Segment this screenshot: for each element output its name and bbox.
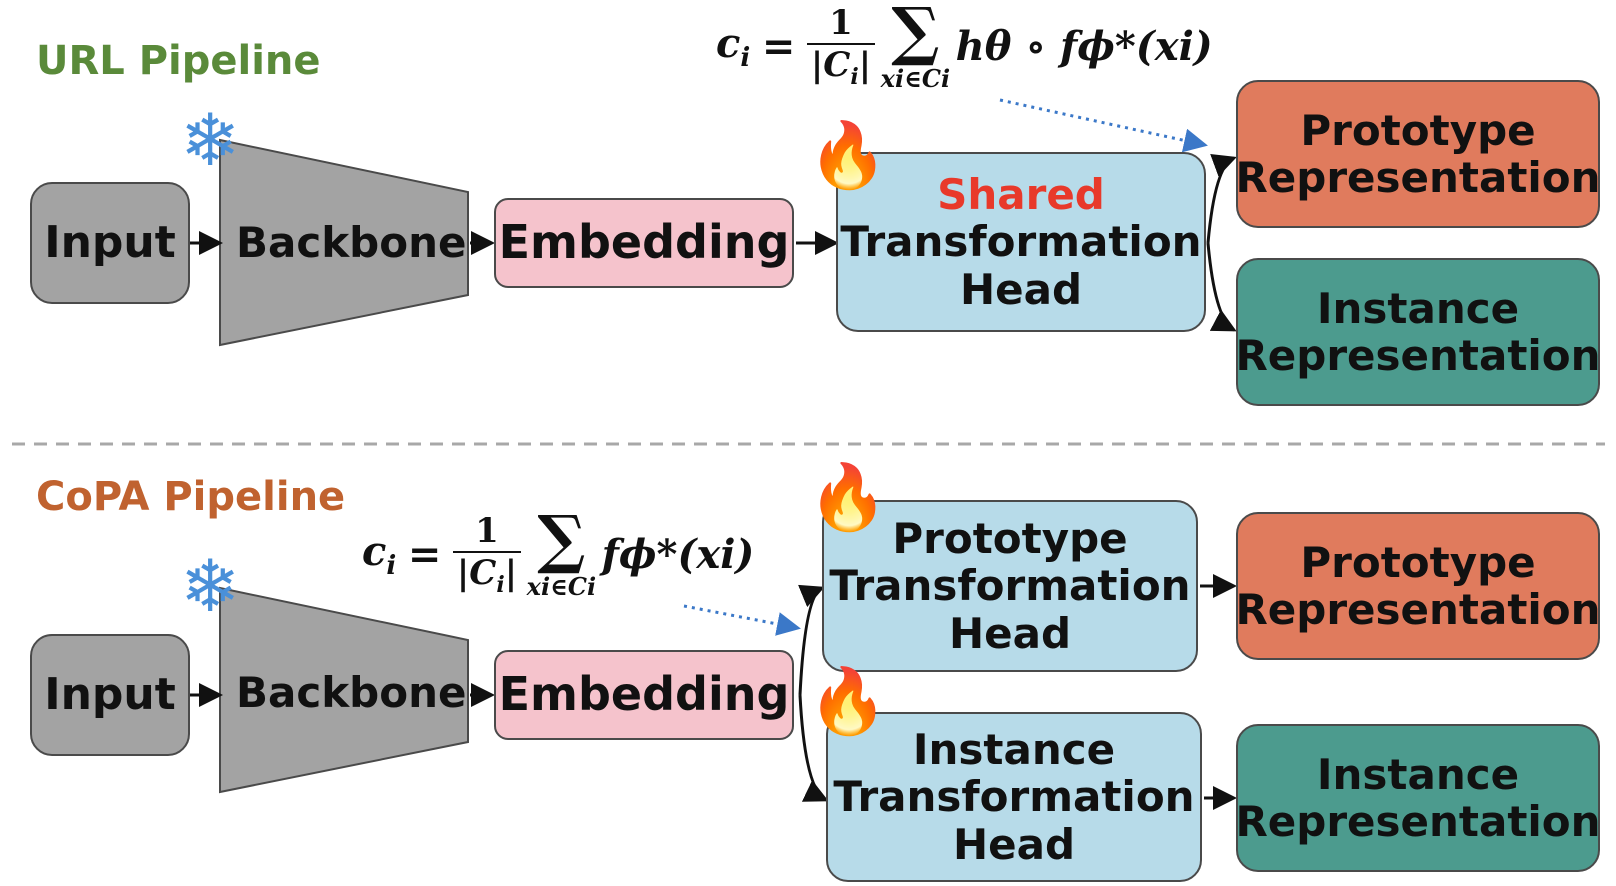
copa-inst-head-line2: Transformation (833, 772, 1195, 822)
copa-prototype-head-box: Prototype Transformation Head (822, 500, 1198, 672)
url-shared-word: Shared (937, 169, 1105, 219)
copa-instance-head-box: Instance Transformation Head (826, 712, 1202, 882)
copa-prototype-representation-box: Prototype Representation (1235, 512, 1601, 660)
url-proto-line2: Representation (1235, 153, 1601, 202)
url-instance-representation-box: Instance Representation (1235, 258, 1601, 406)
snowflake-icon: ❄ (180, 544, 241, 628)
copa-inst-line2: Representation (1235, 797, 1601, 846)
copa-input-label: Input (44, 669, 176, 721)
copa-proto-head-line1: Prototype (892, 513, 1128, 563)
url-inst-line2: Representation (1235, 331, 1601, 380)
copa-embedding-box: Embedding (494, 650, 794, 740)
copa-arrow-embedding-proto-head (798, 584, 825, 696)
url-arrow-head-proto (1206, 154, 1237, 244)
copa-proto-head-line3: Head (948, 608, 1072, 658)
copa-arrow-embedding-inst-head (798, 694, 829, 802)
url-backbone-label: Backbone (236, 218, 467, 267)
copa-inst-head-line3: Head (952, 819, 1076, 869)
copa-pipeline-title: CoPA Pipeline (36, 474, 346, 520)
url-arrow-head-inst (1206, 242, 1237, 332)
copa-inst-head-line1: Instance (912, 724, 1116, 774)
copa-proto-line2: Representation (1235, 585, 1601, 634)
url-head-line2: Transformation (840, 217, 1202, 267)
copa-proto-line1: Prototype (1300, 537, 1536, 587)
url-prototype-representation-box: Prototype Representation (1235, 80, 1601, 228)
url-prototype-formula: ci = 1|Ci| ∑xi∈Ci hθ ∘ fϕ*(xi) (716, 0, 1213, 93)
fire-icon: 🔥 (808, 665, 888, 739)
url-backbone-shape (219, 138, 469, 347)
fire-icon: 🔥 (808, 119, 888, 193)
copa-inst-line1: Instance (1316, 749, 1520, 799)
url-embedding-label: Embedding (498, 215, 790, 270)
url-formula-dotted-arrow (999, 98, 1208, 153)
copa-formula-dotted-arrow (683, 604, 801, 636)
url-input-box: Input (30, 182, 190, 304)
url-shared-head-box: Shared Transformation Head (836, 152, 1206, 332)
copa-instance-representation-box: Instance Representation (1235, 724, 1601, 872)
url-inst-line1: Instance (1316, 283, 1520, 333)
copa-prototype-formula: ci = 1|Ci| ∑xi∈Ci fϕ*(xi) (362, 502, 755, 602)
snowflake-icon: ❄ (180, 98, 241, 182)
copa-backbone-label: Backbone (236, 668, 467, 717)
copa-embedding-label: Embedding (498, 667, 790, 722)
url-input-label: Input (44, 217, 176, 269)
url-pipeline-title: URL Pipeline (36, 38, 321, 84)
url-proto-line1: Prototype (1300, 105, 1536, 155)
copa-proto-head-line2: Transformation (829, 561, 1191, 611)
fire-icon: 🔥 (808, 461, 888, 535)
copa-input-box: Input (30, 634, 190, 756)
url-embedding-box: Embedding (494, 198, 794, 288)
copa-backbone-shape (219, 586, 469, 794)
url-head-line3: Head (959, 264, 1083, 314)
